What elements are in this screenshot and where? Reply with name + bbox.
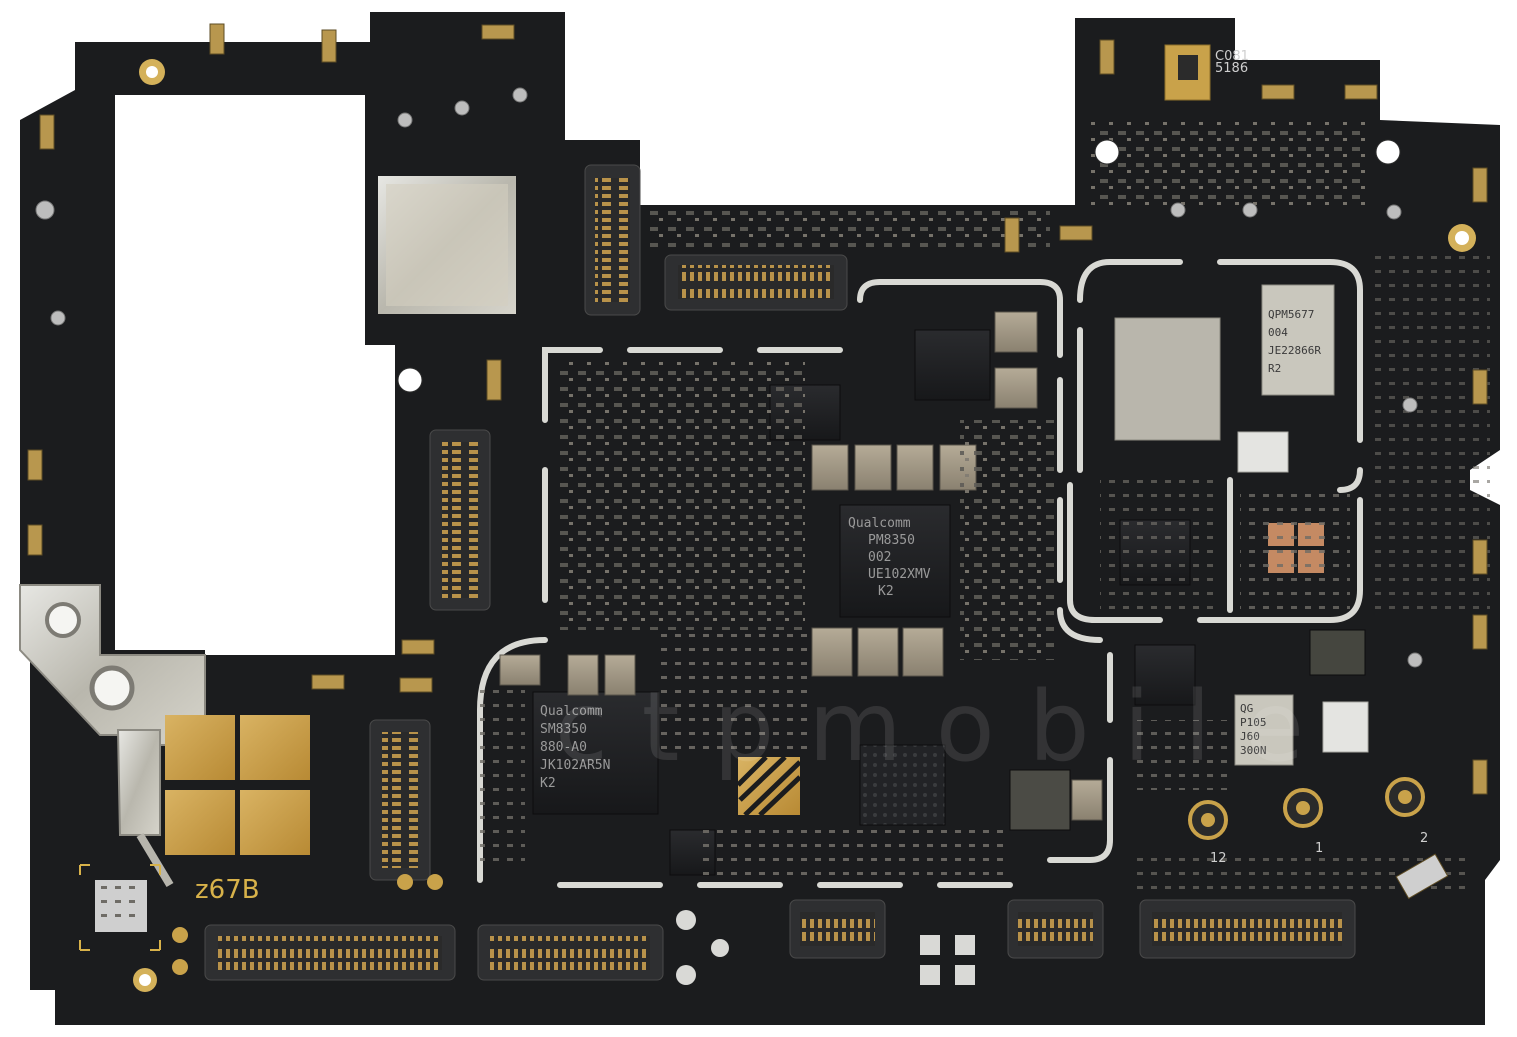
connector-bottom-3 [789, 899, 886, 959]
connector-left-vertical [429, 429, 491, 611]
connector-bottom-4 [1007, 899, 1104, 959]
qpm-part: QPM5677 [1268, 308, 1314, 321]
rf-shield-top [378, 176, 516, 314]
smd-field [660, 630, 810, 750]
connector-bottom-2 [477, 924, 664, 981]
white-component [1237, 431, 1289, 473]
soc-lot: JK102AR5N [540, 758, 610, 773]
top-part-line1: C081 [1215, 49, 1249, 64]
top-part-line2: 5186 [1215, 61, 1248, 76]
shield-frame-center [477, 279, 1113, 888]
ic-block [859, 744, 946, 826]
qorvo-chip: QG P105 J60 300N [1234, 694, 1294, 766]
gold-test-points [172, 874, 443, 975]
qorvo-line2: P105 [1240, 716, 1267, 729]
silver-test-points [676, 910, 975, 985]
pmic-chip: Qualcomm PM8350 002 UE102XMV K2 [839, 504, 951, 618]
connector-top-horizontal [664, 254, 848, 311]
inductor-row-bottom [499, 627, 1103, 821]
connector-bottom-1 [204, 924, 456, 981]
pmic-brand: Qualcomm [848, 516, 911, 531]
antenna-connectors [1188, 777, 1425, 840]
soc-rev: 880-A0 [540, 740, 587, 755]
ic-block [1309, 629, 1366, 676]
qr-code [79, 864, 161, 951]
gold-pad-array [165, 715, 310, 855]
metal-clip [116, 729, 161, 836]
screw-hole [45, 602, 81, 638]
smd-field [1090, 120, 1370, 210]
qpm-rev: 004 [1268, 326, 1288, 339]
smd-field [1240, 490, 1350, 610]
qorvo-line4: 300N [1240, 744, 1267, 757]
connector-top-vertical [584, 164, 641, 316]
smd-field [960, 420, 1055, 660]
gold-hatch-pad [736, 755, 802, 817]
smd-field [480, 690, 525, 870]
antenna-label-2: 2 [1420, 831, 1428, 846]
connector-bottom-vertical [369, 719, 431, 881]
smd-field [700, 830, 1010, 880]
pmic-rev: 002 [868, 550, 891, 565]
screw-hole [89, 665, 135, 711]
inductor-row-top [811, 311, 1038, 491]
antenna-label-12: 12 [1210, 851, 1227, 866]
smd-field [1370, 250, 1490, 610]
ic-block [1134, 644, 1196, 706]
ic-block [914, 329, 991, 401]
qpm-lot: JE22866R [1268, 344, 1321, 357]
pmic-part: PM8350 [868, 533, 915, 548]
ic-block [1009, 769, 1071, 831]
smd-field [555, 360, 805, 630]
watermark-text: ctpmobile [555, 671, 1338, 783]
qpm-code: R2 [1268, 362, 1281, 375]
white-component [1322, 701, 1369, 753]
connector-bottom-5 [1139, 899, 1356, 959]
qpm-chip: QPM5677 004 JE22866R R2 [1261, 284, 1335, 396]
soc-code: K2 [540, 776, 556, 791]
qorvo-line3: J60 [1240, 730, 1260, 743]
soc-part: SM8350 [540, 722, 587, 737]
pmic-code: K2 [878, 584, 894, 599]
edge-tab-components [27, 23, 1488, 900]
small-coax-pads [35, 87, 1423, 668]
silkscreen-model-code: z67B [195, 875, 260, 905]
soc-pmic-chip: Qualcomm SM8350 880-A0 JK102AR5N K2 [532, 691, 659, 815]
smd-field [1130, 720, 1230, 790]
metal-clip-hook [136, 832, 174, 888]
antenna-label-1: 1 [1315, 841, 1323, 856]
smd-field [1100, 470, 1220, 610]
mounting-holes [133, 59, 1476, 992]
pmic-lot: UE102XMV [868, 567, 931, 582]
top-small-part: C081 5186 [1164, 44, 1249, 101]
qorvo-line1: QG [1240, 702, 1253, 715]
soc-brand: Qualcomm [540, 704, 603, 719]
smd-field [650, 210, 1050, 250]
shield-frame-right [1067, 259, 1363, 623]
rf-can-right [1114, 317, 1221, 441]
